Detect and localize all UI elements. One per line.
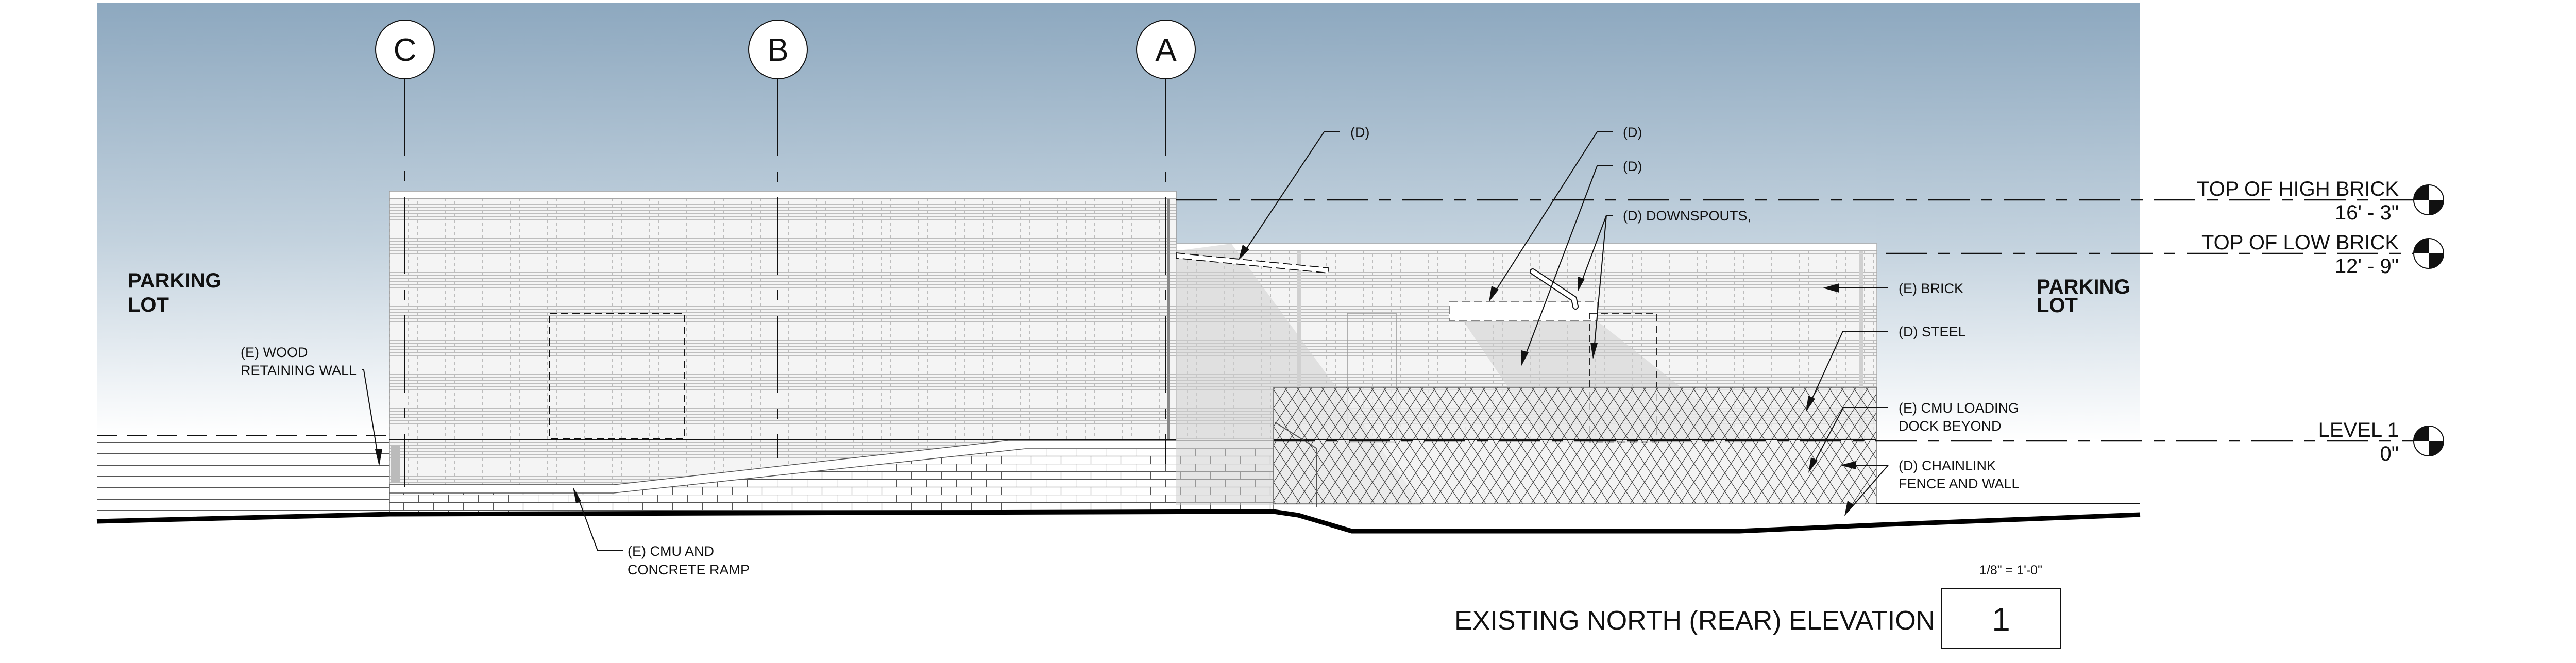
level-elevation: 0" bbox=[2380, 443, 2399, 465]
level-name: TOP OF LOW BRICK bbox=[2201, 231, 2399, 254]
level-name: LEVEL 1 bbox=[2318, 419, 2399, 441]
ground-line bbox=[96, 509, 2141, 534]
leader-arrowhead-icon bbox=[573, 487, 581, 503]
svg-text:RETAINING WALL: RETAINING WALL bbox=[241, 363, 357, 378]
parking-lot-right-line1: PARKING bbox=[2037, 276, 2130, 298]
leader-arrowhead-icon bbox=[1578, 277, 1585, 292]
leader-arrowhead-icon bbox=[1489, 286, 1499, 302]
level-marker-high-brick: TOP OF HIGH BRICK 16' - 3" bbox=[2197, 178, 2444, 224]
level-datum-icon bbox=[2413, 238, 2444, 269]
view-scale: 1/8" = 1'-0" bbox=[1979, 563, 2042, 577]
view-number-box bbox=[1941, 588, 2061, 649]
svg-text:FENCE AND WALL: FENCE AND WALL bbox=[1899, 476, 2020, 491]
grid-label-b: B bbox=[767, 32, 788, 68]
level-name: TOP OF HIGH BRICK bbox=[2197, 178, 2399, 200]
annotation-d-beam: (D) bbox=[1239, 125, 1369, 260]
grid-label-a: A bbox=[1155, 32, 1177, 68]
level-marker-level-1: LEVEL 1 0" bbox=[2318, 419, 2444, 465]
leader-arrowhead-icon bbox=[1840, 461, 1856, 469]
svg-text:(D): (D) bbox=[1623, 125, 1642, 140]
leader-arrowhead-icon bbox=[1239, 245, 1249, 260]
svg-text:(D) CHAINLINK: (D) CHAINLINK bbox=[1899, 458, 1996, 473]
annotation-wood-retaining-wall: (E) WOOD RETAINING WALL bbox=[241, 345, 382, 466]
view-title: EXISTING NORTH (REAR) ELEVATION bbox=[1454, 606, 1935, 636]
leader-arrowhead-icon bbox=[1806, 396, 1815, 412]
leader-arrowhead-icon bbox=[375, 449, 382, 466]
parking-lot-right-line2: LOT bbox=[2037, 294, 2078, 317]
level-elevation: 16' - 3" bbox=[2335, 201, 2399, 224]
svg-text:(D) DOWNSPOUTS,: (D) DOWNSPOUTS, bbox=[1623, 208, 1751, 224]
level-elevation: 12' - 9" bbox=[2335, 255, 2399, 278]
high-brick-building bbox=[389, 191, 1177, 485]
leader-arrowhead-icon bbox=[1590, 343, 1598, 359]
chainlink-fence bbox=[1273, 387, 2140, 507]
leader-arrowhead-icon bbox=[1844, 501, 1854, 516]
svg-text:CONCRETE RAMP: CONCRETE RAMP bbox=[628, 562, 750, 577]
view-number: 1 bbox=[1992, 601, 2010, 638]
annotation-d-canopy: (D) bbox=[1489, 125, 1642, 302]
svg-text:(D): (D) bbox=[1623, 159, 1642, 174]
svg-text:(D): (D) bbox=[1350, 125, 1369, 140]
svg-text:(D) STEEL: (D) STEEL bbox=[1899, 324, 1966, 339]
leader-arrowhead-icon bbox=[1521, 350, 1529, 367]
leader-arrowhead-icon bbox=[1823, 283, 1839, 293]
annotation-cmu-dock: (E) CMU LOADING DOCK BEYOND bbox=[1808, 400, 2019, 473]
annotation-steel: (D) STEEL bbox=[1806, 324, 1966, 412]
level-marker-low-brick: TOP OF LOW BRICK 12' - 9" bbox=[2201, 231, 2444, 278]
svg-text:DOCK BEYOND: DOCK BEYOND bbox=[1899, 418, 2002, 434]
annotation-brick: (E) BRICK bbox=[1823, 281, 1963, 296]
svg-text:(E) CMU LOADING: (E) CMU LOADING bbox=[1899, 400, 2019, 416]
grid-line-a: A bbox=[1136, 20, 1196, 464]
annotation-d-column: (D) bbox=[1521, 159, 1642, 367]
sky-background-right bbox=[1876, 3, 2140, 440]
wood-retaining-wall bbox=[97, 439, 389, 516]
svg-text:(E) BRICK: (E) BRICK bbox=[1899, 281, 1963, 296]
grid-label-c: C bbox=[394, 32, 417, 68]
level-datum-icon bbox=[2413, 426, 2444, 456]
svg-text:(E) WOOD: (E) WOOD bbox=[241, 345, 308, 360]
annotation-cmu-ramp: (E) CMU AND CONCRETE RAMP bbox=[573, 487, 750, 577]
parking-lot-left-line2: LOT bbox=[128, 294, 169, 316]
annotation-chainlink: (D) CHAINLINK FENCE AND WALL bbox=[1840, 458, 2020, 516]
parking-lot-left-line1: PARKING bbox=[128, 269, 221, 292]
annotation-downspouts: (D) DOWNSPOUTS, bbox=[1578, 208, 1751, 359]
svg-text:(E) CMU AND: (E) CMU AND bbox=[628, 543, 714, 559]
view-title-block: 1/8" = 1'-0" EXISTING NORTH (REAR) ELEVA… bbox=[1454, 563, 2061, 649]
grid-line-b: B bbox=[748, 20, 808, 458]
grid-line-c: C bbox=[375, 20, 435, 487]
leader-arrowhead-icon bbox=[1808, 457, 1818, 473]
level-datum-icon bbox=[2413, 184, 2444, 215]
window-opening-dashed bbox=[549, 313, 685, 439]
